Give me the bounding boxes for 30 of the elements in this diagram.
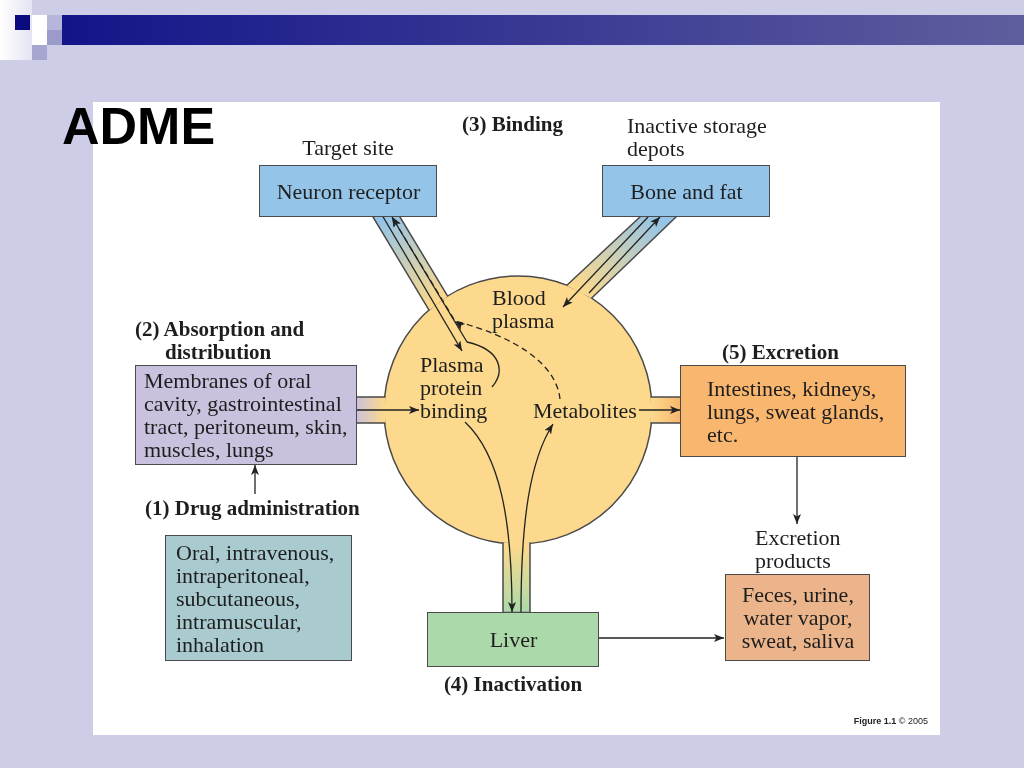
figure-credit: Figure 1.1 © 2005: [853, 715, 928, 727]
heading-text: Inactive storage depots: [627, 114, 768, 160]
heading-text: (4) Inactivation: [443, 672, 583, 696]
body-text: Bone and fat: [630, 179, 743, 203]
heading-text: (5) Excretion: [722, 340, 839, 364]
slide-title: ADME: [62, 100, 216, 152]
arrow: [251, 464, 259, 495]
arrow: [464, 421, 516, 613]
heading-text: (1) Drug administration: [145, 496, 360, 520]
heading-text: (2) Absorption and distribution: [135, 318, 306, 364]
compartment-label: Blood plasma: [492, 286, 556, 332]
body-text: Neuron receptor: [276, 179, 421, 203]
arrow: [562, 216, 649, 308]
section-heading: (3) Binding: [462, 112, 563, 136]
heading-text: Excretion products: [755, 526, 842, 572]
body-text: Feces, urine, water vapor, sweat, saliva: [740, 583, 856, 652]
body-text: Liver: [489, 628, 538, 651]
arrow: [588, 216, 661, 294]
arrow: [638, 406, 681, 414]
body-text: Membranes of oral cavity, gastrointestinal tract, peritoneum, skin, muscles, lungs: [144, 369, 349, 461]
arrow: [356, 406, 420, 414]
arrow: [520, 423, 554, 613]
arrow: [598, 634, 725, 642]
body-text: Intestines, kidneys, lungs, sweat glands, etc.: [707, 376, 886, 446]
arrow: [793, 456, 801, 525]
process-label: Plasma protein binding: [420, 353, 492, 422]
process-label: Metabolites: [533, 399, 639, 422]
body-text: Oral, intravenous, intraperitoneal, subcutaneous, intramuscular, inhalation: [176, 540, 336, 656]
dashed-arrow: [391, 216, 561, 400]
heading-text: Target site: [302, 134, 394, 161]
